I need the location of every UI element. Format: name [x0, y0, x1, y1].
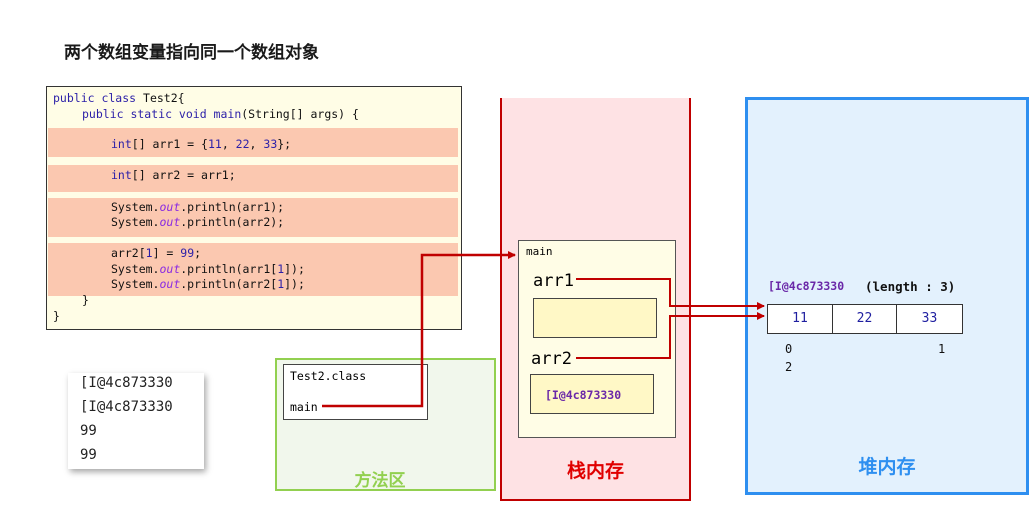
heap-area-label: 堆内存 [858, 456, 916, 478]
code-line-arr2-assign: int[] arr2 = arr1; [111, 168, 236, 182]
console-line: [I@4c873330 [80, 375, 173, 391]
arrow-arr1-to-heap [576, 278, 765, 310]
console-line: 99 [80, 447, 97, 463]
code-line-println-arr1-index: System.out.println(arr1[1]); [111, 262, 305, 276]
code-highlight-3 [48, 198, 458, 237]
stack-area-label: 栈内存 [566, 460, 624, 482]
code-highlight-1 [48, 128, 458, 157]
heap-area [745, 97, 1029, 495]
var-arr1-box [533, 298, 657, 338]
method-name: main [290, 400, 318, 414]
array-index: 2 [785, 360, 793, 374]
method-area-label: 方法区 [354, 471, 406, 491]
class-box: Test2.class main [283, 364, 428, 420]
array-cell: 33 [896, 304, 963, 334]
code-highlight-2 [48, 165, 458, 192]
var-arr2-box: [I@4c873330 [530, 374, 654, 414]
code-line-class-decl: public class Test2{ [53, 91, 185, 105]
diagram-title: 两个数组变量指向同一个数组对象 [64, 43, 319, 63]
code-line-close-method: } [82, 293, 89, 307]
heap-array-length: (length : 3) [865, 279, 956, 294]
code-highlight-4 [48, 243, 458, 296]
arrow-arr2-to-heap [576, 312, 765, 359]
code-line-println-arr2-index: System.out.println(arr2[1]); [111, 277, 305, 291]
array-index: 1 [938, 342, 946, 356]
console-line: [I@4c873330 [80, 399, 173, 415]
code-line-main-decl: public static void main(String[] args) { [82, 107, 359, 121]
main-stack-frame: main arr1 arr2 [I@4c873330 [518, 240, 676, 438]
code-line-println-arr2: System.out.println(arr2); [111, 215, 285, 229]
console-output: [I@4c873330 [I@4c873330 99 99 [68, 373, 204, 469]
code-line-close-class: } [53, 309, 60, 323]
arrow-main-to-frame [322, 251, 516, 408]
code-panel: public class Test2{ public static void m… [46, 86, 462, 330]
class-name: Test2.class [290, 369, 367, 383]
heap-array-address: [I@4c873330 [768, 279, 845, 293]
code-line-arr2-set: arr2[1] = 99; [111, 246, 202, 260]
array-index: 0 [785, 342, 793, 356]
var-arr2-name: arr2 [531, 349, 572, 369]
console-line: 99 [80, 423, 97, 439]
frame-name: main [526, 245, 553, 258]
code-line-arr1-init: int[] arr1 = {11, 22, 33}; [111, 137, 292, 151]
var-arr1-name: arr1 [533, 271, 574, 291]
code-line-println-arr1: System.out.println(arr1); [111, 200, 285, 214]
var-arr2-value: [I@4c873330 [545, 388, 622, 402]
